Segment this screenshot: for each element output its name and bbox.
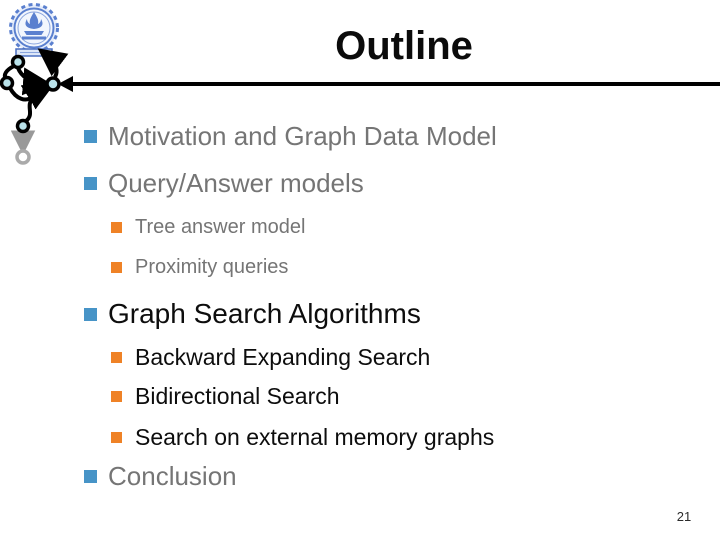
outline-item-label: Query/Answer models xyxy=(108,167,364,198)
blue-square-bullet-icon xyxy=(84,469,97,483)
outline-item-label: Search on external memory graphs xyxy=(135,423,495,450)
outline-item-motivation: Motivation and Graph Data Model xyxy=(84,120,497,152)
outline-item-external-memory: Search on external memory graphs xyxy=(111,423,494,451)
orange-square-bullet-icon xyxy=(111,390,122,402)
outline-item-proximity: Proximity queries xyxy=(111,253,288,281)
outline-item-query-answer: Query/Answer models xyxy=(84,167,364,199)
outline-item-backward-expanding: Backward Expanding Search xyxy=(111,343,430,371)
outline-item-label: Bidirectional Search xyxy=(135,382,340,409)
outline-item-label: Proximity queries xyxy=(135,255,289,278)
outline-item-graph-search: Graph Search Algorithms xyxy=(84,297,421,331)
outline-item-tree-answer: Tree answer model xyxy=(111,213,305,241)
outline-item-label: Backward Expanding Search xyxy=(135,343,431,370)
outline-item-conclusion: Conclusion xyxy=(84,460,237,492)
slide-title: Outline xyxy=(335,24,473,68)
orange-square-bullet-icon xyxy=(111,351,122,363)
outline-item-bidirectional: Bidirectional Search xyxy=(111,382,340,410)
graph-nodes-doodle-icon xyxy=(0,48,73,165)
outline-item-label: Graph Search Algorithms xyxy=(108,298,421,329)
blue-square-bullet-icon xyxy=(84,176,97,190)
title-divider xyxy=(64,82,720,86)
iit-bombay-emblem-icon xyxy=(9,3,59,57)
outline-item-label: Conclusion xyxy=(108,460,237,491)
outline-item-label: Motivation and Graph Data Model xyxy=(108,120,497,151)
blue-square-bullet-icon xyxy=(84,307,97,321)
orange-square-bullet-icon xyxy=(111,261,122,273)
orange-square-bullet-icon xyxy=(111,431,122,443)
page-number: 21 xyxy=(676,509,692,524)
outline-item-label: Tree answer model xyxy=(135,215,306,238)
blue-square-bullet-icon xyxy=(84,129,97,143)
orange-square-bullet-icon xyxy=(111,221,122,233)
